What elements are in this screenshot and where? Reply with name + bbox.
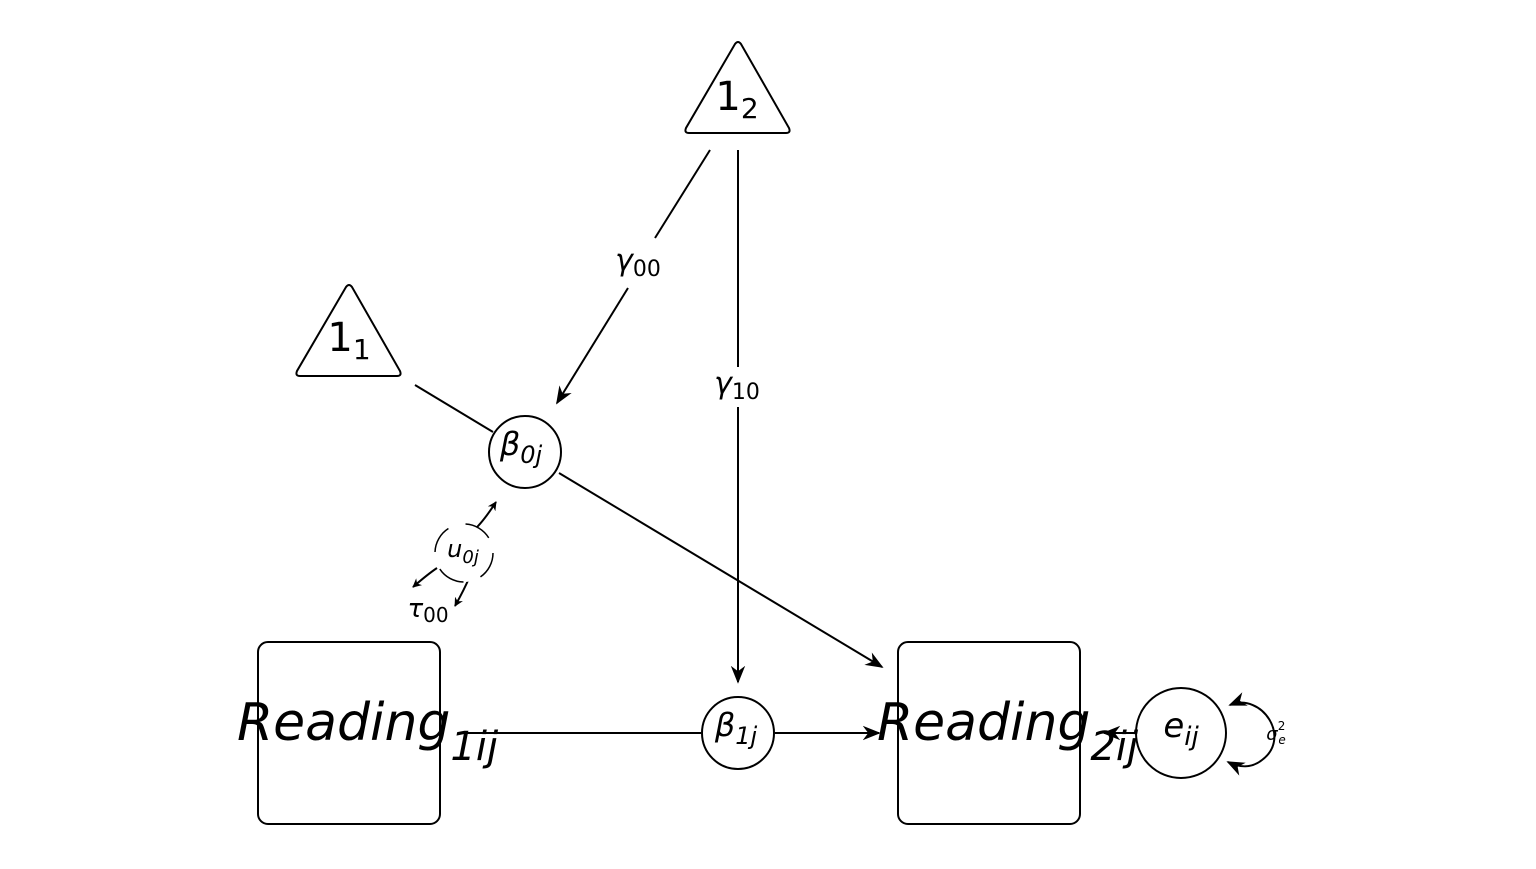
gamma00-sub: 00 [633,257,661,282]
u0-base: u [447,535,462,563]
sigma-e-base: σ [1266,724,1278,745]
edge-u0-beta0 [473,501,497,531]
svg-text:β0j: β0j [499,425,543,469]
const1-sub: 1 [353,333,371,366]
svg-text:Reading2ij: Reading2ij [877,693,1139,770]
beta0-base: β [499,425,520,463]
beta1-sub: 1j [735,722,757,750]
svg-text:β1j: β1j [714,706,758,750]
svg-text:11: 11 [327,315,370,366]
gamma00-base: γ [615,243,635,278]
u0-sub: 0j [462,547,478,568]
gamma10-label: γ10 [714,366,760,405]
sigma-e-sub: e [1278,733,1285,747]
const-node-2: 12 [684,41,791,134]
const2-sub: 2 [741,92,759,125]
edge-const2-beta0-lower [556,287,629,405]
const-node-1: 11 [295,284,402,377]
e-sub: ij [1184,722,1199,752]
sigma-e-loop [1226,692,1276,776]
sigma-e-sup: 2 [1278,719,1286,733]
svg-text:u0j: u0j [447,535,479,568]
beta1-node: β1j [701,696,775,770]
edge-beta0-reading2 [558,472,884,668]
svg-text:Reading1ij: Reading1ij [237,693,499,770]
tau00-sub: 00 [423,603,448,627]
svg-text:12: 12 [715,74,758,125]
edge-const1-beta0 [414,384,494,433]
tau00-label: τ00 [407,594,448,627]
tau00-base: τ [407,594,423,624]
const2-base: 1 [715,74,740,120]
gamma00-label: γ00 [615,243,661,282]
u0-node: u0j [434,523,494,583]
beta0-node: β0j [488,415,562,489]
gamma10-sub: 10 [732,380,760,405]
e-node: eij [1135,687,1227,779]
beta0-sub: 0j [520,441,542,469]
const1-base: 1 [327,315,352,361]
edge-const2-beta0-upper [654,149,711,239]
reading2-sub: 2ij [1090,724,1139,770]
gamma10-base: γ [714,366,734,401]
reading1-node: Reading1ij [237,641,499,825]
reading1-base: Reading [237,693,450,753]
svg-text:eij: eij [1163,706,1199,752]
reading2-base: Reading [877,693,1090,753]
beta1-base: β [714,706,735,744]
e-base: e [1163,706,1184,746]
reading1-sub: 1ij [450,724,499,770]
tau00-loop-left [412,567,438,588]
reading2-node: Reading2ij [877,641,1139,825]
